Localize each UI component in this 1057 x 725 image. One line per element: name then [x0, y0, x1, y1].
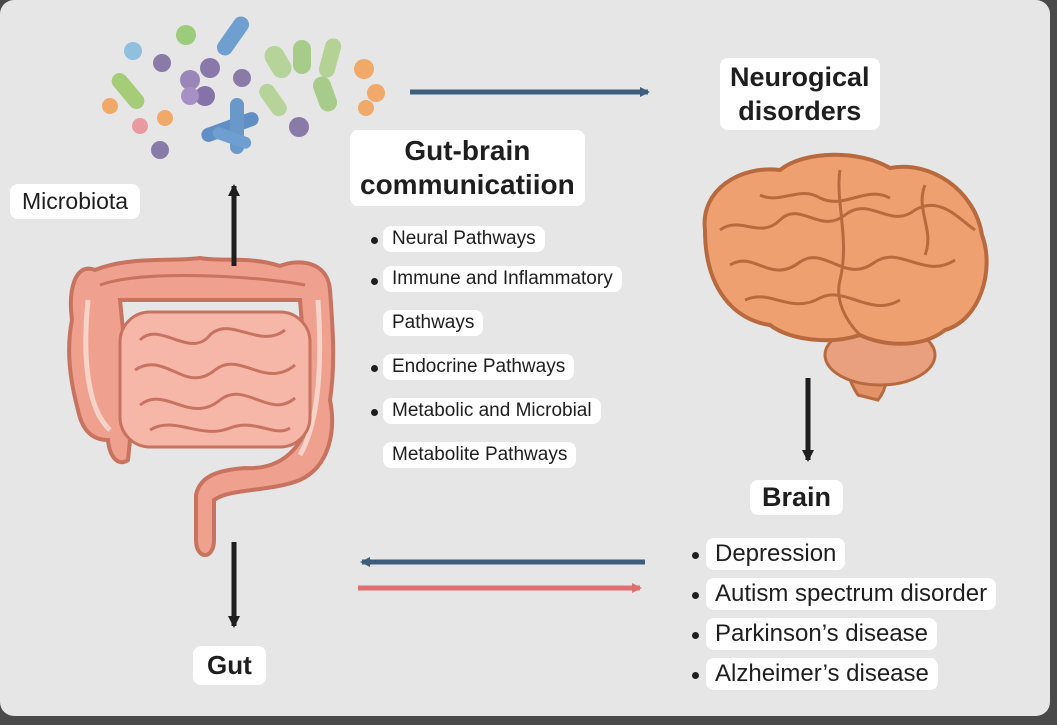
gut-brain-communication-title: Gut-brain communicatiion: [350, 130, 585, 206]
bullet-icon: [692, 552, 699, 559]
disorder-item: Parkinson’s disease: [706, 618, 938, 650]
pathway-item: Metabolic and Microbial: [383, 398, 601, 424]
microbiota-label: Microbiota: [10, 184, 141, 219]
intestine-illustration: [67, 255, 336, 557]
pathway-item: Neural Pathways: [383, 226, 545, 252]
pathway-item: Metabolite Pathways: [383, 442, 577, 468]
communication-title-line1: Gut-brain: [404, 135, 531, 166]
communication-title-line2: communicatiion: [360, 169, 575, 200]
brain-label: Brain: [750, 480, 844, 515]
bullet-icon: [692, 632, 699, 639]
disorder-item: Alzheimer’s disease: [706, 658, 938, 690]
pathway-item: Pathways: [383, 310, 484, 336]
neuro-title-line2: disorders: [738, 96, 862, 126]
microbiota-illustration: [102, 16, 385, 159]
bullet-icon: [692, 592, 699, 599]
bullet-icon: [371, 278, 378, 285]
neurological-disorders-title: Neurogical disorders: [720, 58, 880, 130]
bullet-icon: [371, 365, 378, 372]
bullet-icon: [692, 672, 699, 679]
pathway-item: Endocrine Pathways: [383, 354, 575, 380]
neuro-title-line1: Neurogical: [730, 62, 870, 92]
bullet-icon: [371, 237, 378, 244]
gut-label: Gut: [193, 646, 266, 685]
bullet-icon: [371, 409, 378, 416]
disorder-item: Depression: [706, 538, 846, 570]
disorder-item: Autism spectrum disorder: [706, 578, 997, 610]
brain-illustration: [702, 152, 989, 402]
pathway-item: Immune and Inflammatory: [383, 266, 622, 292]
